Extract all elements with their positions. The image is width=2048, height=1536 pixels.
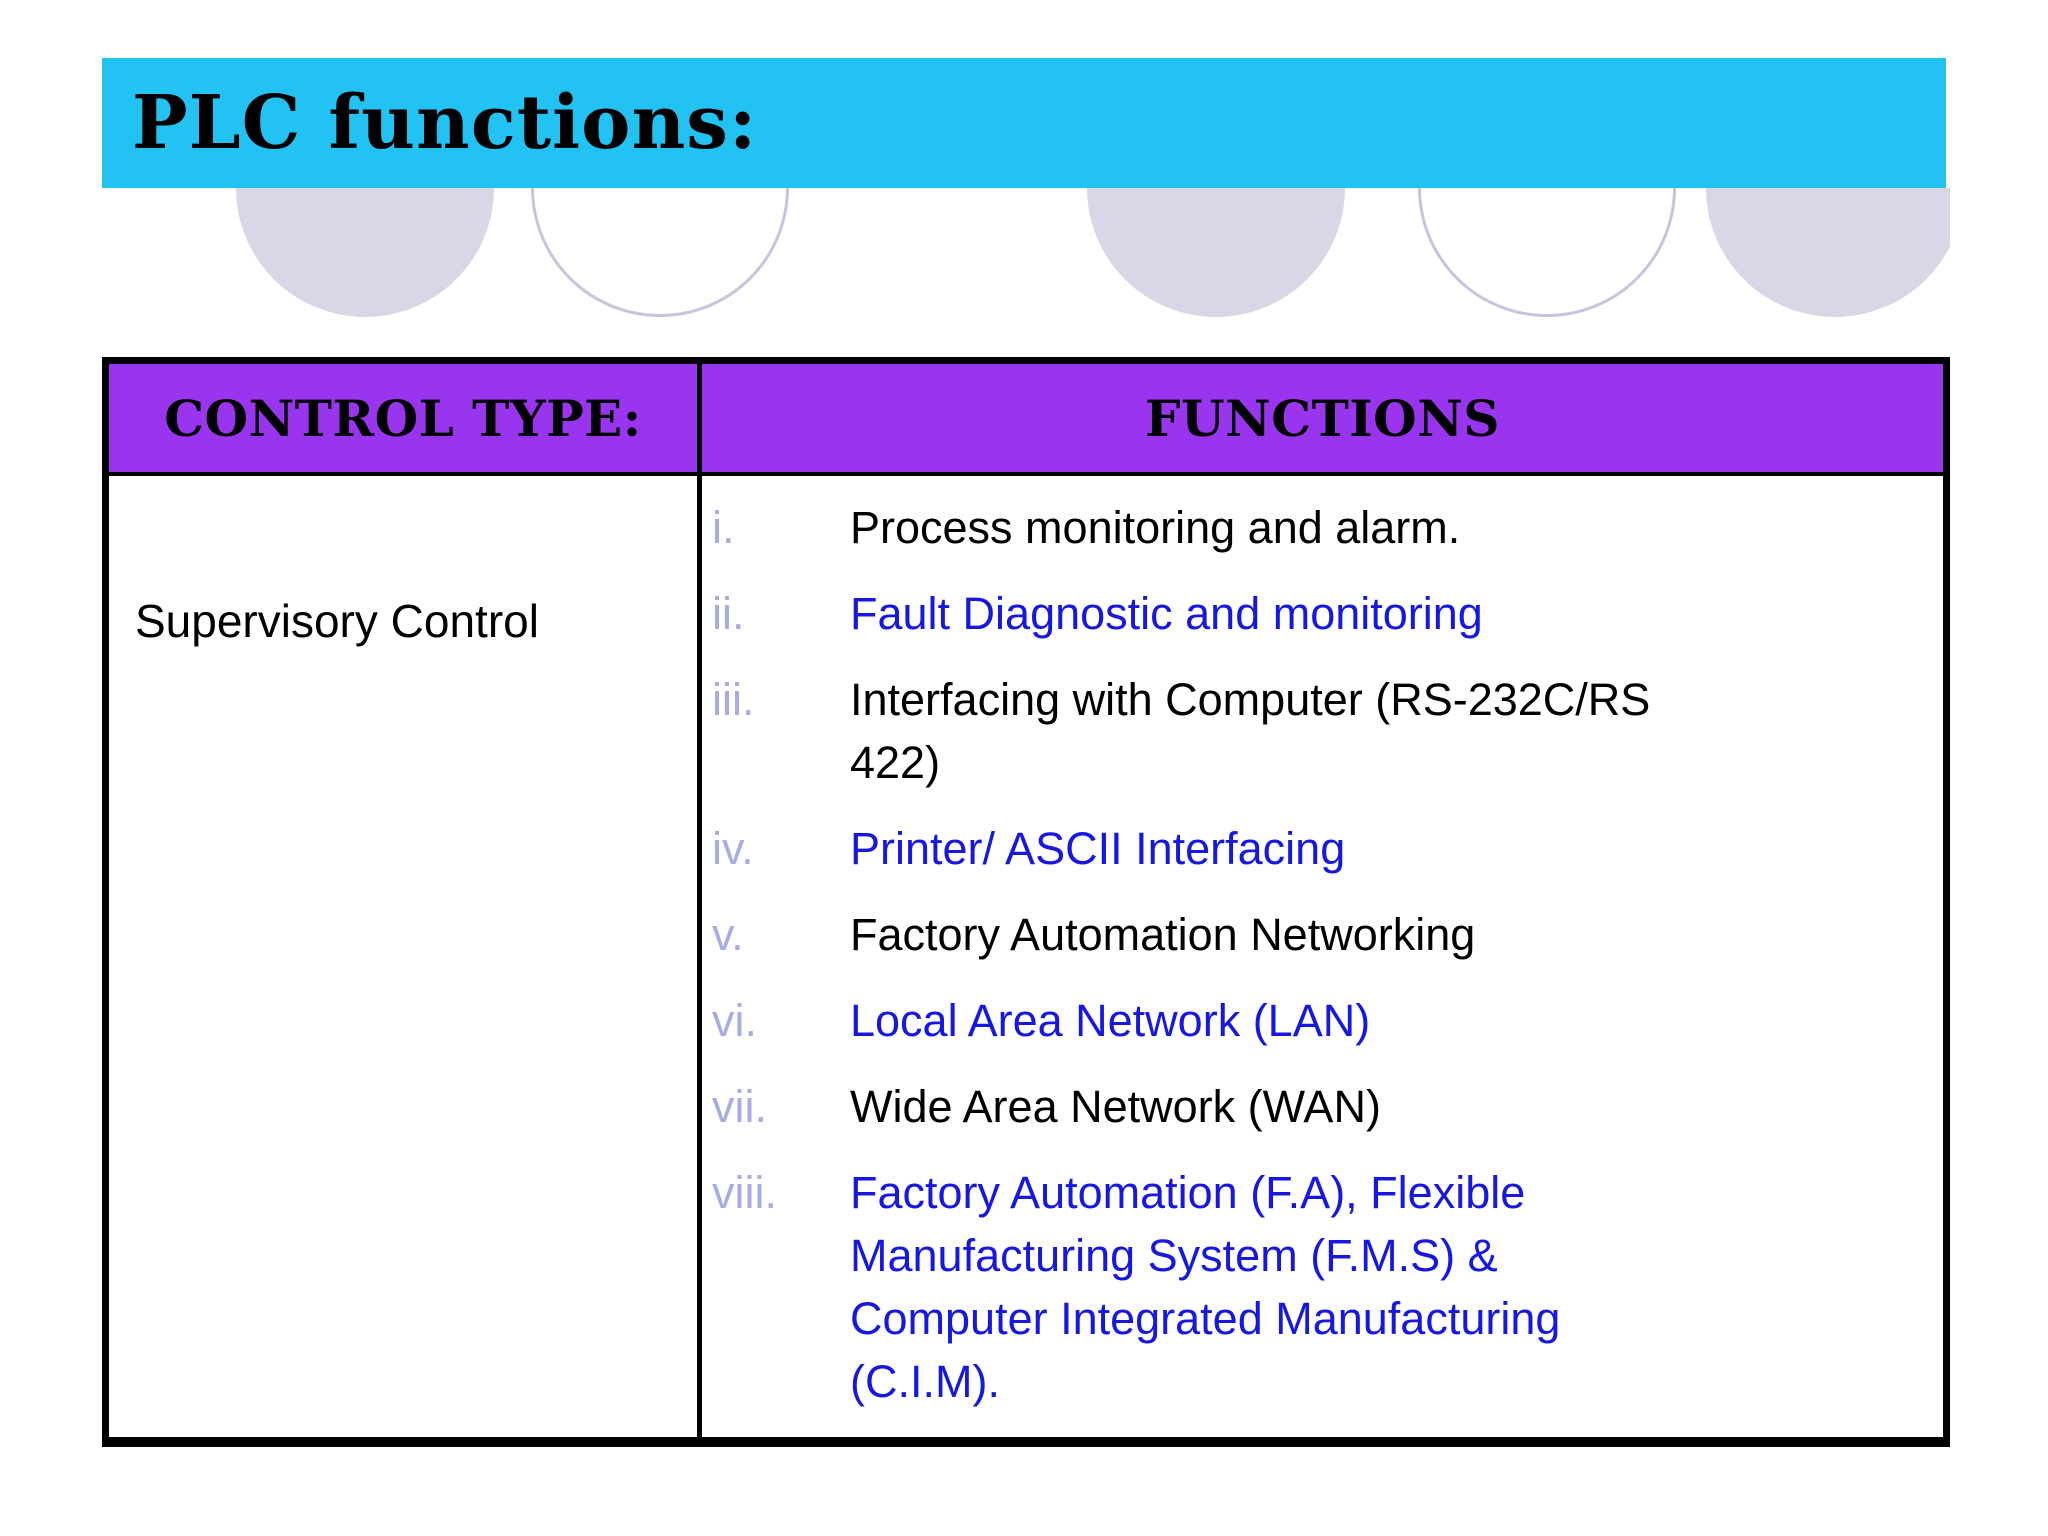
outline-circle: [531, 188, 789, 317]
function-text: Printer/ ASCII Interfacing: [850, 823, 1346, 874]
function-list-item: vii. Wide Area Network (WAN): [712, 1075, 1943, 1138]
function-list-item: iv. Printer/ ASCII Interfacing: [712, 817, 1943, 880]
title-banner: PLC functions:: [102, 58, 1946, 188]
function-text: Factory Automation Networking: [850, 909, 1476, 960]
function-text: Process monitoring and alarm.: [850, 502, 1461, 553]
function-text: Local Area Network (LAN): [850, 995, 1371, 1046]
roman-numeral-label: iii.: [712, 674, 755, 725]
roman-numeral-label: ii.: [712, 588, 745, 639]
roman-numeral-label: vii.: [712, 1081, 767, 1132]
control-type-cell: Supervisory Control: [135, 595, 539, 647]
functions-cell: i. Process monitoring and alarm. ii. Fau…: [702, 476, 1943, 1437]
page-title: PLC functions:: [132, 80, 758, 166]
column-divider: [697, 476, 702, 1437]
filled-circle: [236, 188, 494, 317]
header-control-type: CONTROL TYPE:: [164, 388, 642, 448]
decorative-circles: [102, 188, 1950, 320]
roman-numeral-label: iv.: [712, 823, 754, 874]
roman-numeral-label: v.: [712, 909, 744, 960]
function-list-item: ii. Fault Diagnostic and monitoring: [712, 582, 1943, 645]
outline-circle: [1418, 188, 1676, 317]
function-text: Wide Area Network (WAN): [850, 1081, 1381, 1132]
column-divider: [697, 364, 702, 472]
roman-numeral-label: viii.: [712, 1167, 777, 1218]
function-text: Fault Diagnostic and monitoring: [850, 588, 1483, 639]
function-list-item: vi. Local Area Network (LAN): [712, 989, 1943, 1052]
filled-circle: [1706, 188, 1950, 317]
header-functions: FUNCTIONS: [1144, 388, 1501, 448]
table-body-row: Supervisory Control i. Process monitorin…: [109, 476, 1943, 1437]
roman-numeral-label: vi.: [712, 995, 757, 1046]
table-header-row: CONTROL TYPE: FUNCTIONS: [109, 364, 1943, 476]
function-list-item: iii. Interfacing with Computer (RS-232C/…: [712, 668, 1943, 794]
function-list-item: viii. Factory Automation (F.A), Flexible…: [712, 1161, 1943, 1413]
function-list-item: i. Process monitoring and alarm.: [712, 496, 1943, 559]
filled-circle: [1087, 188, 1345, 317]
roman-numeral-label: i.: [712, 502, 735, 553]
functions-table: CONTROL TYPE: FUNCTIONS Supervisory Cont…: [102, 357, 1950, 1447]
function-list-item: v. Factory Automation Networking: [712, 903, 1943, 966]
